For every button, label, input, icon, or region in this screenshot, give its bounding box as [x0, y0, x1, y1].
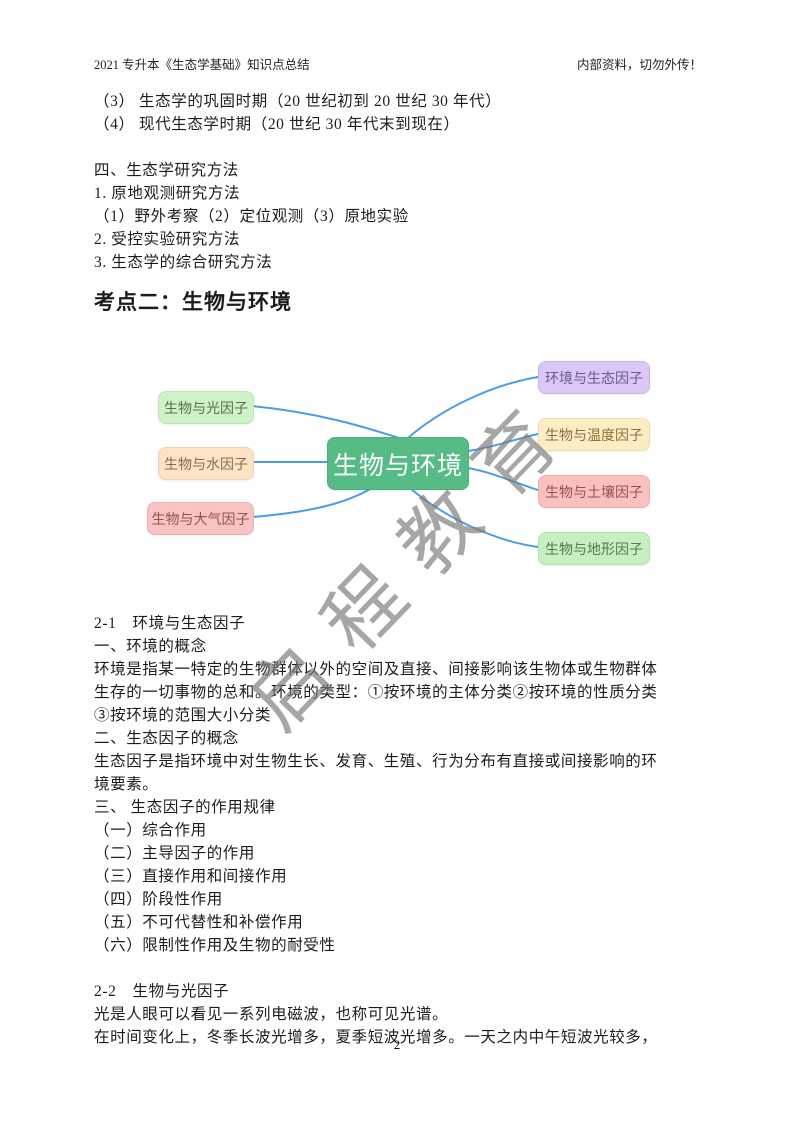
body-line: 生态因子是指环境中对生物生长、发育、生殖、行为分布有直接或间接影响的环 [94, 753, 658, 770]
mindmap-node-temperature-factor: 生物与温度因子 [538, 418, 650, 451]
body-line: 1. 原地观测研究方法 [94, 185, 241, 202]
body-line: ③按环境的范围大小分类 [94, 707, 272, 724]
body-line [94, 136, 714, 159]
body-line: 三、 生态因子的作用规律 [94, 799, 276, 816]
body-line: 生存的一切事物的总和。环境的类型：①按环境的主体分类②按环境的性质分类 [94, 684, 658, 701]
body-line [94, 957, 714, 980]
mindmap-edges [251, 376, 539, 548]
body-line: （3） 生态学的巩固时期（20 世纪初到 20 世纪 30 年代） [94, 93, 502, 110]
body-line: 一、环境的概念 [94, 638, 207, 655]
edge-temperature [467, 433, 539, 452]
edge-atmosphere [251, 487, 373, 518]
mindmap-node-atmosphere-factor: 生物与大气因子 [147, 502, 254, 535]
mindmap-node-environment-ecofactor: 环境与生态因子 [538, 361, 650, 394]
body-line: 二、生态因子的概念 [94, 730, 239, 747]
body-line: 四、生态学研究方法 [94, 162, 239, 179]
edge-terrain [409, 487, 539, 548]
body-line: 光是人眼可以看见一系列电磁波，也称可见光谱。 [94, 1006, 449, 1023]
page-number: 2 [393, 1037, 401, 1052]
body-line: 2-1 环境与生态因子 [94, 615, 246, 632]
body-line: （五）不可代替性和补偿作用 [94, 914, 304, 931]
body-line: 2-2 生物与光因子 [94, 983, 230, 1000]
page-header: 2021 专升本《生态学基础》知识点总结 内部资料，切勿外传！ [94, 54, 702, 73]
edge-soil [467, 467, 539, 491]
lower-text-block: 2-1 环境与生态因子 一、环境的概念 环境是指某一特定的生物群体以外的空间及直… [94, 612, 714, 1049]
mindmap-figure: 生物与环境 生物与光因子 生物与水因子 生物与大气因子 环境与生态因子 生物与温… [100, 350, 700, 585]
mindmap-node-soil-factor: 生物与土壤因子 [538, 475, 650, 508]
body-line: （1）野外考察（2）定位观测（3）原地实验 [94, 208, 409, 225]
body-line: （4） 现代生态学时期（20 世纪 30 年代末到现在） [94, 116, 460, 133]
body-line: 境要素。 [94, 776, 159, 793]
edge-light [251, 405, 403, 440]
body-line: 环境是指某一特定的生物群体以外的空间及直接、间接影响该生物体或生物群体 [94, 661, 658, 678]
body-line: （六）限制性作用及生物的耐受性 [94, 937, 336, 954]
mindmap-node-light-factor: 生物与光因子 [158, 391, 254, 424]
edge-ecology [407, 376, 539, 439]
body-line: （二）主导因子的作用 [94, 845, 256, 862]
body-line: 2. 受控实验研究方法 [94, 231, 241, 248]
top-text-block: （3） 生态学的巩固时期（20 世纪初到 20 世纪 30 年代） （4） 现代… [94, 90, 714, 274]
mindmap-node-terrain-factor: 生物与地形因子 [538, 532, 650, 565]
header-title: 2021 专升本《生态学基础》知识点总结 [94, 58, 310, 72]
body-line: （四）阶段性作用 [94, 891, 223, 908]
header-confidential-note: 内部资料，切勿外传！ [576, 58, 702, 72]
body-line: （一）综合作用 [94, 822, 207, 839]
mindmap-center-node: 生物与环境 [327, 437, 469, 490]
body-line: 在时间变化上，冬季长波光增多，夏季短波光增多。一天之内中午短波光较多， [94, 1029, 658, 1046]
section-heading: 考点二：生物与环境 [94, 290, 292, 314]
body-line: 3. 生态学的综合研究方法 [94, 254, 273, 271]
body-line: （三）直接作用和间接作用 [94, 868, 288, 885]
mindmap-node-water-factor: 生物与水因子 [158, 447, 254, 480]
